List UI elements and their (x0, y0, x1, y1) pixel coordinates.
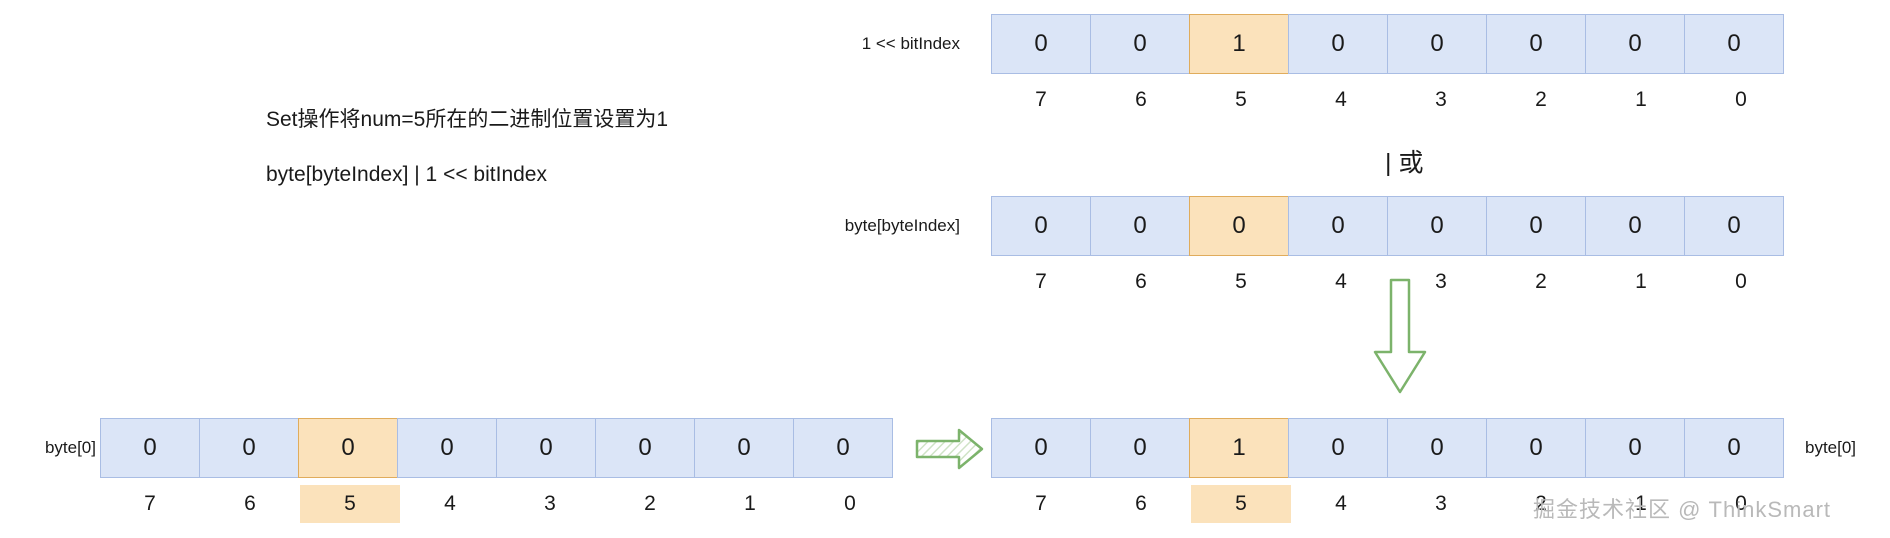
bit-cell: 0 (1684, 14, 1784, 74)
bit-index: 6 (1135, 88, 1147, 111)
operand-row-cells: 0 0 0 0 0 0 0 0 (991, 196, 1791, 256)
bit-index: 4 (1335, 492, 1347, 515)
bit-cell: 0 (991, 196, 1091, 256)
bit-index: 2 (644, 492, 656, 515)
before-row-cells: 0 0 0 0 0 0 0 0 (100, 418, 900, 478)
before-row: 0 0 0 0 0 0 0 0 7 6 5 4 3 2 1 0 (100, 418, 900, 523)
bit-cell: 0 (1090, 14, 1190, 74)
bit-cell: 0 (1684, 418, 1784, 478)
mask-row: 0 0 1 0 0 0 0 0 7 6 5 4 3 2 1 0 (991, 14, 1791, 119)
bit-index: 2 (1535, 492, 1547, 515)
bit-cell: 0 (1387, 14, 1487, 74)
bit-index: 2 (1535, 88, 1547, 111)
mask-row-cells: 0 0 1 0 0 0 0 0 (991, 14, 1791, 74)
operand-row: 0 0 0 0 0 0 0 0 7 6 5 4 3 2 1 0 (991, 196, 1791, 301)
bit-index: 7 (144, 492, 156, 515)
bit-index: 1 (1635, 88, 1647, 111)
bit-index: 0 (1735, 270, 1747, 293)
bit-cell: 0 (100, 418, 200, 478)
bit-cell: 0 (1387, 196, 1487, 256)
bit-index: 7 (1035, 88, 1047, 111)
before-row-label: byte[0] (44, 438, 96, 457)
down-arrow-icon (1370, 278, 1430, 396)
result-row-cells: 0 0 1 0 0 0 0 0 (991, 418, 1791, 478)
bit-index: 0 (1735, 88, 1747, 111)
before-row-indices: 7 6 5 4 3 2 1 0 (100, 485, 900, 523)
bit-index-highlighted: 5 (300, 485, 400, 523)
mask-row-label: 1 << bitIndex (861, 34, 960, 53)
bit-index: 4 (444, 492, 456, 515)
bit-cell: 0 (1486, 14, 1586, 74)
bit-cell: 0 (1090, 196, 1190, 256)
bit-index: 2 (1535, 270, 1547, 293)
bit-cell: 0 (1684, 196, 1784, 256)
bit-index: 1 (1635, 492, 1647, 515)
bit-index: 3 (1435, 88, 1447, 111)
bit-cell-highlighted: 0 (1189, 196, 1289, 256)
bit-cell: 0 (1387, 418, 1487, 478)
explanation-line-1: Set操作将num=5所在的二进制位置设置为1 (266, 108, 668, 131)
bit-cell: 0 (1486, 196, 1586, 256)
bit-index: 4 (1335, 88, 1347, 111)
bit-cell-highlighted: 1 (1189, 418, 1289, 478)
bit-cell: 0 (1486, 418, 1586, 478)
bit-cell: 0 (1288, 196, 1388, 256)
bit-cell: 0 (199, 418, 299, 478)
bit-cell: 0 (991, 14, 1091, 74)
bit-index: 4 (1335, 270, 1347, 293)
bit-index: 6 (1135, 270, 1147, 293)
right-arrow-icon (915, 428, 985, 470)
bit-cell: 0 (694, 418, 794, 478)
bit-cell: 0 (496, 418, 596, 478)
bit-index: 3 (1435, 270, 1447, 293)
result-row-indices: 7 6 5 4 3 2 1 0 (991, 485, 1791, 523)
bit-cell-highlighted: 1 (1189, 14, 1289, 74)
bit-cell: 0 (595, 418, 695, 478)
bit-cell: 0 (1288, 418, 1388, 478)
bit-index: 3 (544, 492, 556, 515)
bit-index: 0 (1735, 492, 1747, 515)
bit-index: 1 (1635, 270, 1647, 293)
operand-row-label: byte[byteIndex] (844, 216, 960, 235)
explanation-line-2: byte[byteIndex] | 1 << bitIndex (266, 163, 547, 186)
bit-index: 5 (1235, 270, 1247, 293)
bit-index: 6 (244, 492, 256, 515)
bit-index: 1 (744, 492, 756, 515)
bit-index: 7 (1035, 270, 1047, 293)
mask-row-indices: 7 6 5 4 3 2 1 0 (991, 81, 1791, 119)
bit-cell: 0 (397, 418, 497, 478)
result-row: 0 0 1 0 0 0 0 0 7 6 5 4 3 2 1 0 (991, 418, 1791, 523)
bit-cell: 0 (1585, 196, 1685, 256)
bit-index: 6 (1135, 492, 1147, 515)
watermark: 掘金技术社区 @ ThinkSmart (1533, 497, 1832, 522)
bit-index: 5 (1235, 88, 1247, 111)
bit-cell: 0 (1288, 14, 1388, 74)
operand-row-indices: 7 6 5 4 3 2 1 0 (991, 263, 1791, 301)
or-operator-label: | 或 (1385, 149, 1424, 177)
bit-index: 7 (1035, 492, 1047, 515)
bit-cell: 0 (1585, 14, 1685, 74)
bit-index: 3 (1435, 492, 1447, 515)
bit-cell: 0 (1090, 418, 1190, 478)
bit-index-highlighted: 5 (1191, 485, 1291, 523)
bit-index: 0 (844, 492, 856, 515)
result-row-label: byte[0] (1805, 438, 1857, 457)
bit-cell-highlighted: 0 (298, 418, 398, 478)
bit-cell: 0 (793, 418, 893, 478)
bit-cell: 0 (1585, 418, 1685, 478)
bit-cell: 0 (991, 418, 1091, 478)
